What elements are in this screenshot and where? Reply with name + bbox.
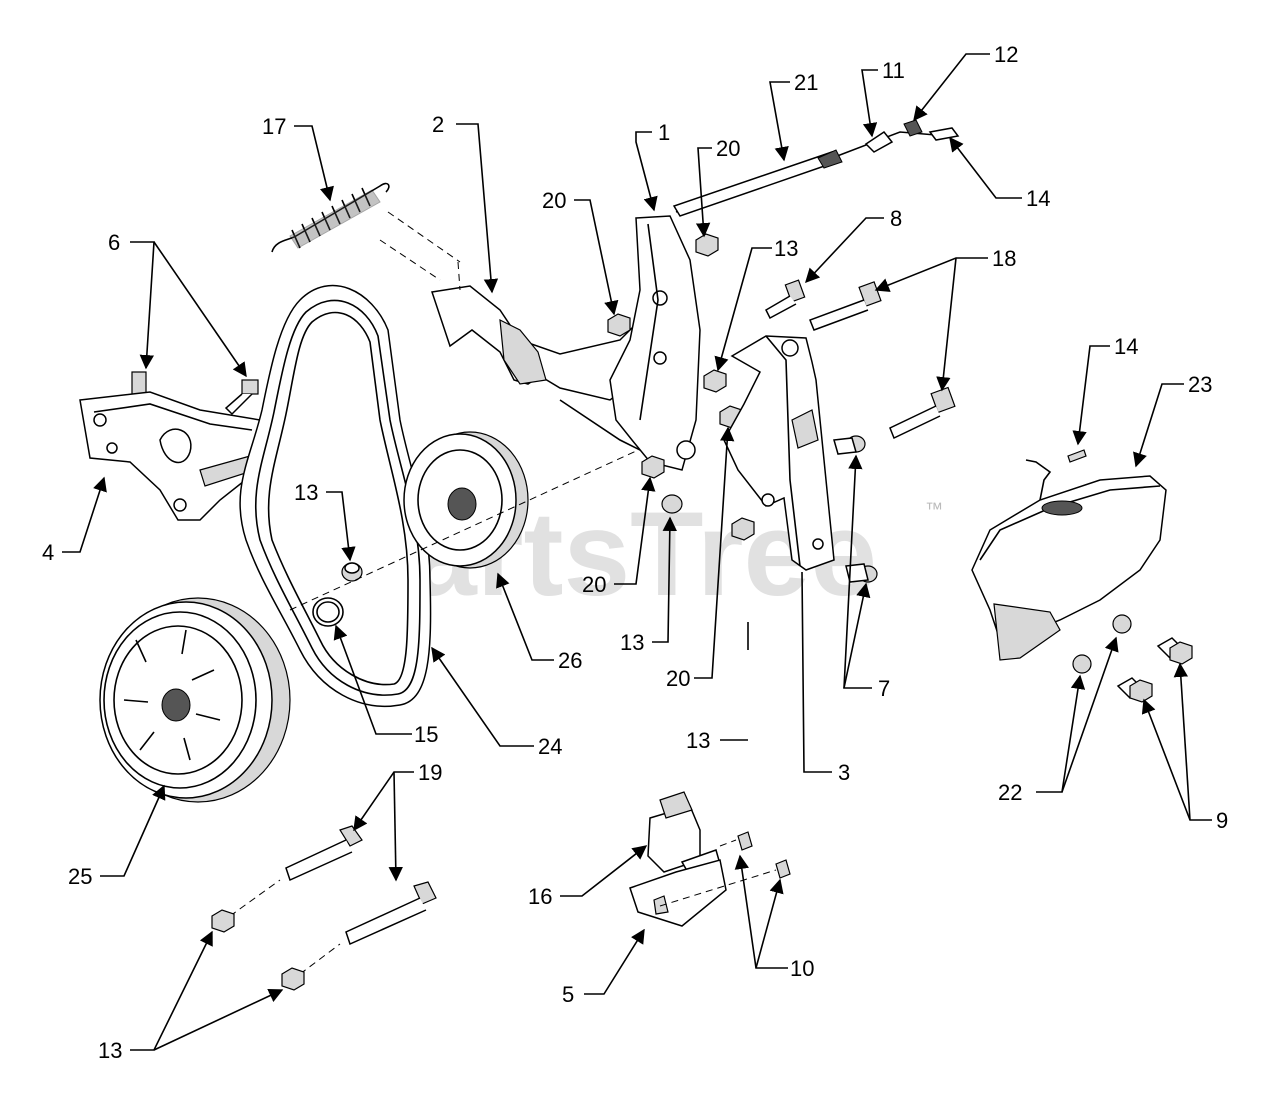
callout-24[interactable]: 24 (538, 734, 562, 759)
nut-part-13f[interactable] (281, 967, 305, 991)
callout-10[interactable]: 10 (790, 956, 814, 981)
nut-part-13b[interactable] (703, 369, 727, 393)
belt-guard-part[interactable] (971, 459, 1167, 661)
callout-5[interactable]: 5 (562, 982, 574, 1007)
callout-14-right[interactable]: 14 (1114, 334, 1138, 359)
bolt-part-18a[interactable] (809, 281, 882, 331)
bolt-part-19b[interactable] (345, 881, 437, 946)
nut-part-20c[interactable] (641, 455, 665, 479)
callout-15[interactable]: 15 (414, 722, 438, 747)
cable-end-part[interactable] (928, 127, 960, 141)
callout-18[interactable]: 18 (992, 246, 1016, 271)
callout-19[interactable]: 19 (418, 760, 442, 785)
pivot-bracket-part[interactable] (723, 335, 835, 571)
callout-26[interactable]: 26 (558, 648, 582, 673)
callout-9[interactable]: 9 (1216, 808, 1228, 833)
callout-13-mid[interactable]: 13 (620, 630, 644, 655)
callout-14-top[interactable]: 14 (1026, 186, 1050, 211)
callout-20-lower[interactable]: 20 (582, 572, 606, 597)
bushing-part-7b[interactable] (845, 563, 878, 583)
callout-17[interactable]: 17 (262, 114, 286, 139)
callout-1[interactable]: 1 (658, 120, 670, 145)
nut-part-13c[interactable] (661, 494, 683, 514)
callout-leaders (62, 53, 1212, 1051)
bolt-part-9a[interactable] (1156, 637, 1193, 665)
callout-4[interactable]: 4 (42, 540, 54, 565)
screw-part-10a[interactable] (737, 831, 753, 851)
callout-3[interactable]: 3 (838, 760, 850, 785)
spring-part[interactable] (271, 182, 390, 253)
nut-part-13d[interactable] (731, 517, 755, 541)
nut-part-13e[interactable] (211, 909, 235, 933)
callout-11[interactable]: 11 (882, 58, 905, 83)
callout-16[interactable]: 16 (528, 884, 552, 909)
callout-25[interactable]: 25 (68, 864, 92, 889)
callout-12[interactable]: 12 (994, 42, 1018, 67)
idler-bracket-part[interactable] (79, 391, 261, 521)
callout-8[interactable]: 8 (890, 206, 902, 231)
nut-part-13a[interactable] (341, 562, 363, 582)
callout-2[interactable]: 2 (432, 112, 444, 137)
screw-part-10b[interactable] (775, 859, 791, 879)
switch-bracket-part[interactable] (629, 859, 727, 927)
bolt-part-9b[interactable] (1116, 677, 1153, 703)
screw-part-14[interactable] (1067, 449, 1087, 463)
callout-20-bottom[interactable]: 20 (666, 666, 690, 691)
callout-21[interactable]: 21 (794, 70, 818, 95)
watermark-trademark: ™ (925, 499, 943, 519)
spacer-part-22b[interactable] (1072, 654, 1092, 674)
callout-13-bottom[interactable]: 13 (98, 1038, 122, 1063)
large-pulley-part[interactable] (99, 597, 291, 803)
bushing-part-7a[interactable] (833, 435, 866, 455)
callout-13-top[interactable]: 13 (774, 236, 798, 261)
bolt-part-6b[interactable] (224, 379, 259, 416)
callout-13-standalone[interactable]: 13 (686, 728, 710, 753)
retaining-ring-part[interactable] (312, 597, 344, 627)
bolt-part-8[interactable] (765, 279, 806, 320)
bracket-plate-part[interactable] (609, 215, 701, 471)
cable-clip-part[interactable] (864, 130, 894, 153)
callout-6[interactable]: 6 (108, 230, 120, 255)
callout-23[interactable]: 23 (1188, 372, 1212, 397)
callout-22[interactable]: 22 (998, 780, 1022, 805)
cable-nut-part[interactable] (903, 119, 923, 137)
spacer-part-22a[interactable] (1112, 614, 1132, 634)
callout-20-left[interactable]: 20 (542, 188, 566, 213)
nut-part-20b[interactable] (695, 233, 719, 257)
callout-7[interactable]: 7 (878, 676, 890, 701)
callout-13-left[interactable]: 13 (294, 480, 318, 505)
bolt-part-18b[interactable] (889, 386, 956, 440)
small-pulley-part[interactable] (403, 431, 529, 569)
callout-20-top[interactable]: 20 (716, 136, 740, 161)
bolt-part-19a[interactable] (285, 825, 363, 882)
